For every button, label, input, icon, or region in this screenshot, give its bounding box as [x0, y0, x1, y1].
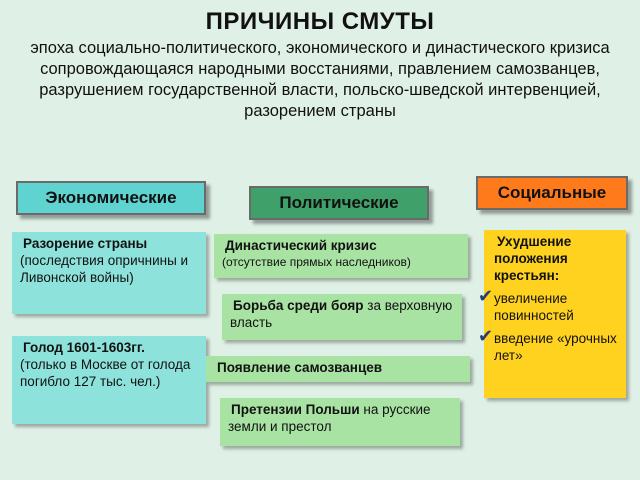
sub-item: ✔ введение «урочных лет»: [478, 327, 620, 364]
page-title: ПРИЧИНЫ СМУТЫ: [205, 8, 435, 35]
definition-text: эпоха социально-политического, экономиче…: [30, 39, 610, 120]
item-heading: Претензии Польши: [231, 402, 360, 417]
checkmark-icon: ✔: [478, 326, 494, 346]
economic-item-famine: Голод 1601-1603гг. (только в Москве от г…: [12, 336, 206, 424]
item-heading: Разорение страны: [23, 236, 148, 251]
item-heading: Династический кризис: [225, 238, 377, 253]
item-heading: Появление самозванцев: [217, 360, 383, 375]
political-item-dynastic: Династический кризис (отсутствие прямых …: [214, 234, 468, 278]
sub-item-text: увеличение повинностей: [494, 291, 574, 323]
political-item-boyars: Борьба среди бояр за верховную власть: [222, 294, 462, 340]
category-political: Политические: [249, 186, 429, 220]
sub-item: ✔ увеличение повинностей: [478, 287, 620, 324]
category-social: Социальные: [476, 176, 628, 210]
social-item-peasants: Ухудшение положения крестьян: ✔ увеличен…: [478, 230, 626, 398]
item-heading: Голод 1601-1603гг.: [23, 340, 145, 355]
political-item-impostors: Появление самозванцев: [206, 356, 470, 382]
item-note: за верховную власть: [230, 298, 453, 330]
item-note: (последствия опричнины и Ливонской войны…: [20, 253, 189, 285]
category-economic: Экономические: [16, 181, 206, 215]
sub-item-text: введение «урочных лет»: [494, 331, 617, 363]
item-heading: Ухудшение положения крестьян:: [494, 234, 572, 283]
item-note: на русские земли и престол: [228, 402, 431, 434]
political-item-poland: Претензии Польши на русские земли и прес…: [220, 398, 460, 446]
item-note: (отсутствие прямых наследников): [222, 255, 411, 269]
item-note: (только в Москве от голода погибло 127 т…: [20, 357, 191, 389]
item-heading: Борьба среди бояр: [233, 298, 364, 313]
checkmark-icon: ✔: [478, 286, 494, 306]
economic-item-ruin: Разорение страны (последствия опричнины …: [12, 232, 206, 314]
